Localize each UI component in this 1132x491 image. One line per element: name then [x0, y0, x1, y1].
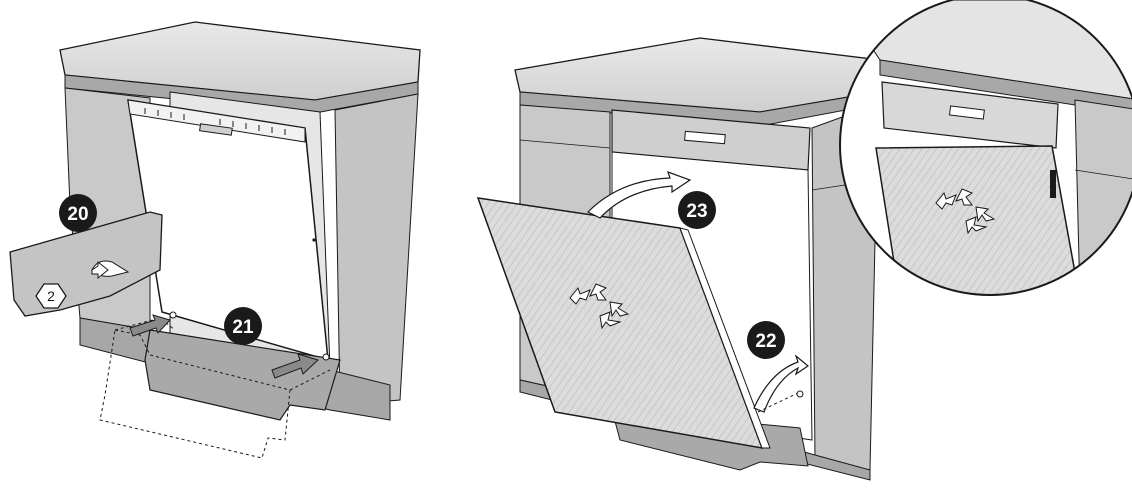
step-number-22: 22 [755, 331, 776, 352]
step-badge-22: 22 [747, 321, 785, 359]
step-number-20: 20 [67, 204, 88, 225]
step-badge-21: 21 [224, 307, 262, 345]
curved-arrow-22 [753, 354, 810, 413]
arrow-slot-right [271, 353, 319, 379]
step-badge-23: 23 [678, 191, 716, 229]
left-figure: 2 20 21 [9, 21, 421, 459]
door-arrows [569, 283, 630, 330]
hexagon-badge: 2 [35, 283, 67, 309]
step-number-23: 23 [686, 201, 707, 222]
dashed-outline [99, 329, 291, 459]
curved-arrow-23 [586, 171, 692, 219]
step-badge-20: 20 [59, 194, 97, 232]
step-number-21: 21 [232, 317, 254, 338]
plinth-panel [144, 329, 341, 421]
hexagon-badge-label: 2 [47, 288, 55, 304]
cabinet-right [334, 93, 419, 406]
arrow-slot-left [129, 314, 171, 337]
arrow-right-small [91, 260, 109, 280]
zoom-detail [839, 0, 1132, 296]
right-figure: 23 22 [476, 37, 881, 481]
